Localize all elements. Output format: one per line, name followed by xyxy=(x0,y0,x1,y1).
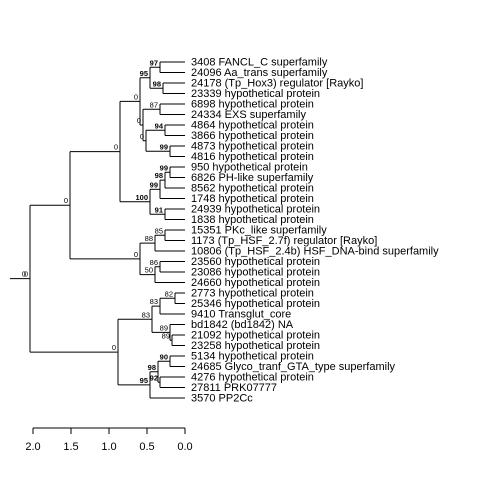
support-value: 83 xyxy=(142,310,150,319)
tip-label: 24334 EXS superfamily xyxy=(191,109,306,121)
axis-tick-label: 2.0 xyxy=(25,441,40,453)
support-value: 99 xyxy=(160,142,168,151)
support-value: 92 xyxy=(150,373,158,382)
support-value: 0 xyxy=(24,270,28,279)
support-value: 0 xyxy=(140,132,144,141)
support-value: 0 xyxy=(112,343,116,352)
tip-label: 1173 (Tp_HSF_2.7f) regulator [Rayko] xyxy=(191,235,377,247)
tip-label: 2773 hypothetical protein xyxy=(191,288,314,300)
tip-label: bd1842 (bd1842) NA xyxy=(191,319,294,331)
support-value: 91 xyxy=(155,205,163,214)
support-value: 95 xyxy=(140,376,148,385)
support-value: 85 xyxy=(155,226,163,235)
support-value: 90 xyxy=(160,352,168,361)
axis-tick-label: 1.0 xyxy=(101,441,116,453)
support-value: 88 xyxy=(145,234,153,243)
tip-label: 9410 Transglut_core xyxy=(191,309,291,321)
support-value: 100 xyxy=(135,193,148,202)
support-value: 0 xyxy=(134,250,138,259)
tip-label: 4276 hypothetical protein xyxy=(191,372,314,384)
support-value: 87 xyxy=(150,100,158,109)
support-value: 0 xyxy=(134,92,138,101)
tip-label: 25346 hypothetical protein xyxy=(191,298,320,310)
tip-label: 15351 PKc_like superfamily xyxy=(191,225,327,237)
tip-label: 24939 hypothetical protein xyxy=(191,204,320,216)
tip-label: 24096 Aa_trans superfamily xyxy=(191,67,328,79)
support-value: 86 xyxy=(150,258,158,267)
tip-label: 3408 FANCL_C superfamily xyxy=(191,57,328,69)
tree-branches xyxy=(10,61,185,399)
support-labels: 9798958794990009998999110008588865000828… xyxy=(22,58,173,385)
tip-label: 8562 hypothetical protein xyxy=(191,183,314,195)
support-value: 98 xyxy=(153,79,161,88)
support-value: 0 xyxy=(137,116,141,125)
support-value: 97 xyxy=(150,58,158,67)
tip-label: 23339 hypothetical protein xyxy=(191,88,320,100)
support-value: 94 xyxy=(155,121,164,130)
support-value: 0 xyxy=(114,143,118,152)
support-value: 99 xyxy=(150,180,158,189)
tip-label: 5134 hypothetical protein xyxy=(191,351,314,363)
tip-label: 23086 hypothetical protein xyxy=(191,267,320,279)
tip-label: 4864 hypothetical protein xyxy=(191,120,314,132)
tip-label: 24660 hypothetical protein xyxy=(191,277,320,289)
tip-label: 23560 hypothetical protein xyxy=(191,256,320,268)
distance-axis: 2.0 1.5 1.0 0.5 0.0 xyxy=(25,427,193,453)
tip-label: 1838 hypothetical protein xyxy=(191,214,314,226)
tip-label: 3570 PP2Cc xyxy=(191,393,253,405)
axis-tick-label: 0.5 xyxy=(139,441,154,453)
tip-label: 3866 hypothetical protein xyxy=(191,130,314,142)
support-value: 98 xyxy=(155,171,163,180)
support-value: 89 xyxy=(162,331,170,340)
tip-label: 10806 (Tp_HSF_2.4b) HSF_DNA-bind superfa… xyxy=(191,246,439,258)
support-value: 0 xyxy=(22,270,26,279)
support-value: 99 xyxy=(160,163,168,172)
support-value: 89 xyxy=(160,323,168,332)
support-value: 82 xyxy=(165,289,173,298)
tip-label: 27811 PRK07777 xyxy=(191,382,277,394)
tip-label: 950 hypothetical protein xyxy=(191,162,308,174)
tip-label: 24178 (Tp_Hox3) regulator [Rayko] xyxy=(191,78,363,90)
support-value: 98 xyxy=(148,363,156,372)
tip-label: 4816 hypothetical protein xyxy=(191,151,314,163)
tip-label: 21092 hypothetical protein xyxy=(191,330,320,342)
tip-label: 23258 hypothetical protein xyxy=(191,340,320,352)
support-value: 0 xyxy=(64,196,68,205)
support-value: 83 xyxy=(150,297,158,306)
axis-tick-label: 1.5 xyxy=(63,441,78,453)
tip-label: 6898 hypothetical protein xyxy=(191,99,314,111)
axis-tick-label: 0.0 xyxy=(177,441,192,453)
tip-label: 4873 hypothetical protein xyxy=(191,141,314,153)
tip-label: 24685 Glyco_tranf_GTA_type superfamily xyxy=(191,361,396,373)
tip-label: 6826 PH-like superfamily xyxy=(191,172,314,184)
tip-label: 1748 hypothetical protein xyxy=(191,193,314,205)
support-value: 95 xyxy=(140,69,148,78)
support-value: 50 xyxy=(145,266,153,275)
